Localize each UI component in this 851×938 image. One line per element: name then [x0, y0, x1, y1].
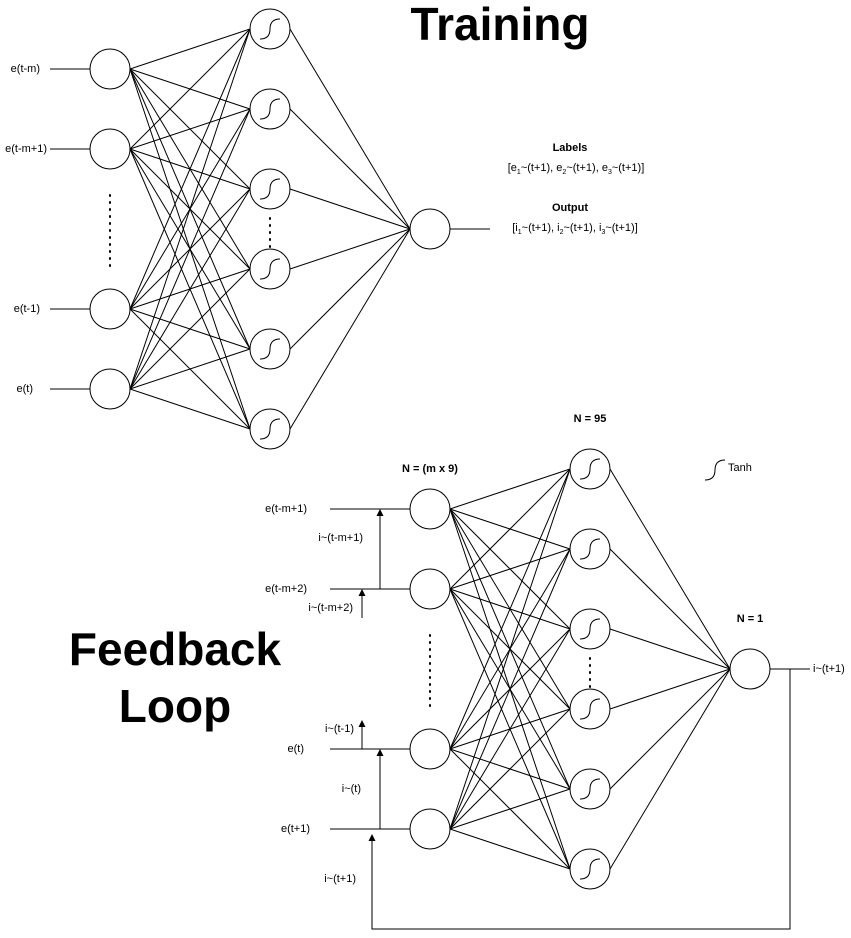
output-list: [i1~(t+1), i2~(t+1), i3~(t+1)] — [512, 222, 638, 236]
input-node — [409, 728, 451, 770]
connection — [289, 228, 411, 430]
connection — [449, 468, 571, 750]
tanh-icon — [579, 778, 601, 800]
training-input-label: e(t-1) — [14, 303, 40, 315]
connection — [129, 188, 251, 390]
tanh-icon — [704, 459, 726, 481]
arrowhead-icon — [368, 834, 376, 841]
tanh-icon — [259, 418, 281, 440]
arrowhead-icon — [358, 589, 366, 596]
feedback-value-label: i~(t) — [342, 783, 361, 795]
output-heading: Output — [552, 202, 588, 214]
connection — [449, 468, 571, 510]
training-title: Training — [411, 0, 590, 50]
connection — [289, 228, 411, 350]
feedback-value-label: i~(t-1) — [325, 723, 354, 735]
training-input-label: e(t-m+1) — [5, 143, 47, 155]
connection — [609, 548, 731, 670]
feedback-value-label: i~(t-m+1) — [318, 532, 363, 544]
feedback-input-label: e(t+1) — [281, 823, 310, 835]
training-connections — [50, 28, 490, 430]
tanh-icon — [579, 458, 601, 480]
connection — [449, 468, 571, 830]
input-layer-count: N = (m x 9) — [402, 463, 458, 475]
connection — [609, 628, 731, 670]
connection — [609, 668, 731, 790]
feedback-title: Loop — [119, 680, 231, 732]
feedback-input-label: e(t-m+2) — [265, 583, 307, 595]
feedback-input-label: e(t-m+1) — [265, 503, 307, 515]
connection — [449, 628, 571, 830]
connection — [449, 548, 571, 830]
input-node — [409, 568, 451, 610]
arrowhead-icon — [358, 720, 366, 727]
training-nodes — [89, 8, 451, 450]
connection — [129, 348, 251, 390]
connection — [449, 548, 571, 590]
feedback-loop-line — [371, 668, 810, 930]
connection — [129, 28, 251, 310]
feedback-nodes — [409, 448, 771, 890]
connection — [289, 188, 411, 230]
tanh-icon — [259, 338, 281, 360]
connection — [289, 28, 411, 230]
network-output-label: i~(t+1) — [813, 663, 845, 675]
input-node — [89, 128, 131, 170]
tanh-icon — [579, 538, 601, 560]
feedback-title: Feedback — [69, 623, 282, 675]
input-node — [89, 48, 131, 90]
connection — [129, 28, 251, 150]
input-node — [409, 488, 451, 530]
tanh-icon — [259, 18, 281, 40]
connection — [449, 788, 571, 830]
feedback-value-label: i~(t+1) — [324, 873, 356, 885]
connection — [129, 28, 251, 390]
legend-label: Tanh — [728, 462, 752, 474]
connection — [129, 28, 251, 70]
tanh-icon — [579, 858, 601, 880]
tanh-icon — [579, 618, 601, 640]
connection — [609, 668, 731, 710]
connection — [129, 108, 251, 390]
feedback-value-label: i~(t-m+2) — [308, 602, 353, 614]
connection — [609, 468, 731, 670]
tanh-icon — [259, 258, 281, 280]
feedback-input-label: e(t) — [288, 743, 305, 755]
connection — [129, 388, 251, 430]
labels-list: [e1~(t+1), e2~(t+1), e3~(t+1)] — [508, 162, 645, 176]
training-input-label: e(t) — [17, 383, 34, 395]
arrowhead-icon — [376, 509, 384, 516]
feedback-connections — [449, 468, 731, 870]
connection — [609, 668, 731, 870]
connection — [289, 108, 411, 230]
hidden-layer-count: N = 95 — [574, 413, 607, 425]
input-node — [409, 808, 451, 850]
tanh-icon — [579, 698, 601, 720]
connection — [449, 828, 571, 870]
tanh-icon — [259, 178, 281, 200]
output-node — [729, 648, 771, 690]
connection — [129, 268, 251, 390]
connection — [289, 228, 411, 270]
training-input-label: e(t-m) — [11, 63, 40, 75]
input-node — [89, 368, 131, 410]
output-node — [409, 208, 451, 250]
connection — [449, 468, 571, 590]
labels-heading: Labels — [553, 142, 588, 154]
arrowhead-icon — [376, 749, 384, 756]
input-node — [89, 288, 131, 330]
connection — [449, 708, 571, 830]
connection — [129, 108, 251, 150]
tanh-icon — [259, 98, 281, 120]
output-layer-count: N = 1 — [737, 613, 764, 625]
